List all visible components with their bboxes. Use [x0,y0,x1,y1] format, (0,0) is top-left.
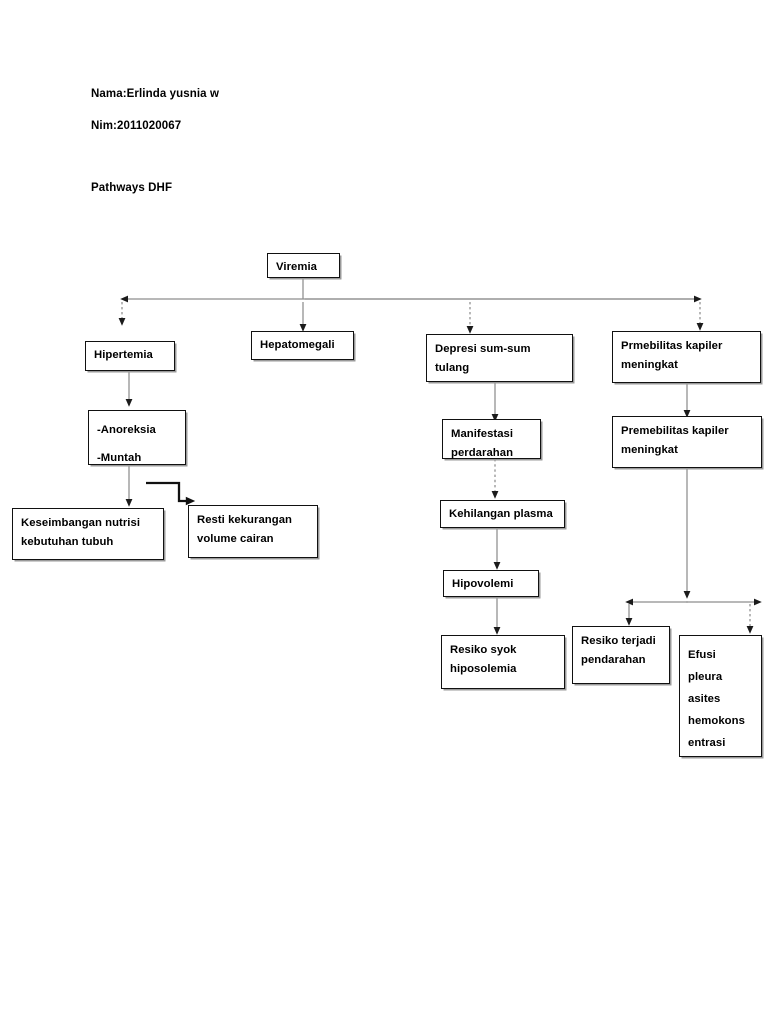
node-keseimbangan-nutrisi[interactable]: Keseimbangan nutrisi kebutuhan tubuh [12,508,164,560]
node-kehilangan-line-0: Kehilangan plasma [449,508,553,520]
node-prmebilitas-line-1: meningkat [621,359,678,372]
node-keseimbangan-line-0: Keseimbangan nutrisi [21,517,141,529]
node-premebilitas-kapiler-meningkat[interactable]: Premebilitas kapiler meningkat [612,416,762,468]
diagram-title: Pathways DHF [91,182,173,194]
node-manifestasi-line-0: Manifestasi [451,428,514,440]
node-depresi-line-0: Depresi sum-sum [435,343,531,355]
node-premebilitas-line-0: Premebilitas kapiler [621,425,729,437]
node-manifestasi-line-1: perdarahan [451,447,514,460]
node-resti-kekurangan-volume-cairan[interactable]: Resti kekurangan volume cairan [188,505,318,558]
node-viremia[interactable]: Viremia [267,253,340,278]
node-premebilitas-line-1: meningkat [621,444,678,457]
node-resikoterjadi-line-0: Resiko terjadi [581,635,656,647]
node-prmebilitas-kapiler-meningkat[interactable]: Prmebilitas kapiler meningkat [612,331,761,383]
node-viremia-line-0: Viremia [276,261,317,273]
node-manifestasi-perdarahan[interactable]: Manifestasi perdarahan [442,419,541,459]
node-resikosyok-line-1: hiposolemia [450,663,517,676]
node-resiko-terjadi-pendarahan[interactable]: Resiko terjadi pendarahan [572,626,670,684]
node-prmebilitas-line-0: Prmebilitas kapiler [621,340,723,352]
node-resti-line-0: Resti kekurangan [197,514,292,526]
node-hipovolemi[interactable]: Hipovolemi [443,570,539,597]
node-anoreksia-line-1: -Muntah [97,451,142,464]
node-keseimbangan-line-1: kebutuhan tubuh [21,536,114,549]
node-efusi-line-3: hemokons [688,715,745,728]
node-hipertemia[interactable]: Hipertemia [85,341,175,371]
node-efusi-pleura-asites[interactable]: Efusi pleura asites hemokons entrasi [679,635,762,757]
node-anoreksia-line-0: -Anoreksia [97,424,156,436]
student-name-line: Nama:Erlinda yusnia w [91,88,219,100]
node-kehilangan-plasma[interactable]: Kehilangan plasma [440,500,565,528]
node-depresi-sumsum-tulang[interactable]: Depresi sum-sum tulang [426,334,573,382]
node-depresi-line-1: tulang [435,362,470,375]
node-hepatomegali-line-0: Hepatomegali [260,339,335,351]
node-hipertemia-line-0: Hipertemia [94,349,153,361]
node-efusi-line-2: asites [688,693,721,706]
node-efusi-line-0: Efusi [688,649,716,661]
node-hipovolemi-line-0: Hipovolemi [452,578,514,590]
node-resiko-syok-hiposolemia[interactable]: Resiko syok hiposolemia [441,635,565,689]
node-resti-line-1: volume cairan [197,533,274,546]
student-nim-line: Nim:2011020067 [91,120,182,132]
node-efusi-line-4: entrasi [688,737,726,750]
node-resikosyok-line-0: Resiko syok [450,644,517,656]
node-resikoterjadi-line-1: pendarahan [581,654,646,667]
node-anoreksia-muntah[interactable]: -Anoreksia -Muntah [88,410,186,465]
node-hepatomegali[interactable]: Hepatomegali [251,331,354,360]
node-efusi-line-1: pleura [688,671,723,684]
edge-anoreksia-to-resti [146,481,196,506]
